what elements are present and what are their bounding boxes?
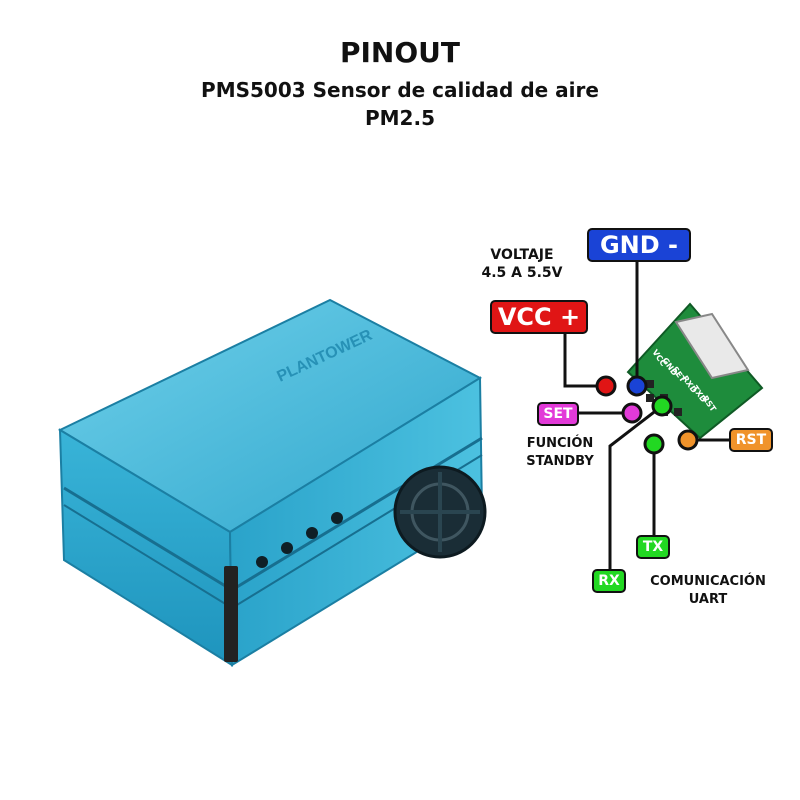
uart-note-line1: COMUNICACIÓN [650,574,766,589]
uart-note-line2: UART [688,592,728,607]
rx-label: RX [592,569,626,593]
rst-pin-dot [677,429,699,451]
vcc-leader [563,334,606,388]
vcc-pin-dot [595,375,617,397]
voltage-note: VOLTAJE 4.5 A 5.5V [452,246,592,282]
connector-board: VCC GND SET RXD TXD RST [626,302,764,440]
gnd-label: GND - [587,228,691,262]
standby-note-line2: STANDBY [526,454,594,469]
rst-label: RST [729,428,773,452]
voltage-note-line2: 4.5 A 5.5V [481,265,563,281]
rx-pin-dot [651,395,673,417]
page-subtitle-model: PM2.5 [365,106,435,130]
standby-note: FUNCIÓN STANDBY [512,435,608,471]
uart-note: COMUNICACIÓN UART [634,573,782,609]
vcc-label: VCC + [490,300,588,334]
gnd-pin-dot [626,375,648,397]
page-title: PINOUT [339,36,460,69]
tx-pin-dot [643,433,665,455]
page-subtitle: PMS5003 Sensor de calidad de aire [201,78,599,102]
set-pin-dot [621,402,643,424]
voltage-note-line1: VOLTAJE [490,247,554,263]
set-label: SET [537,402,579,426]
rx-leader [608,404,663,569]
tx-label: TX [636,535,670,559]
standby-note-line1: FUNCIÓN [526,436,594,451]
sensor-case: PLANTOWER [57,298,487,667]
